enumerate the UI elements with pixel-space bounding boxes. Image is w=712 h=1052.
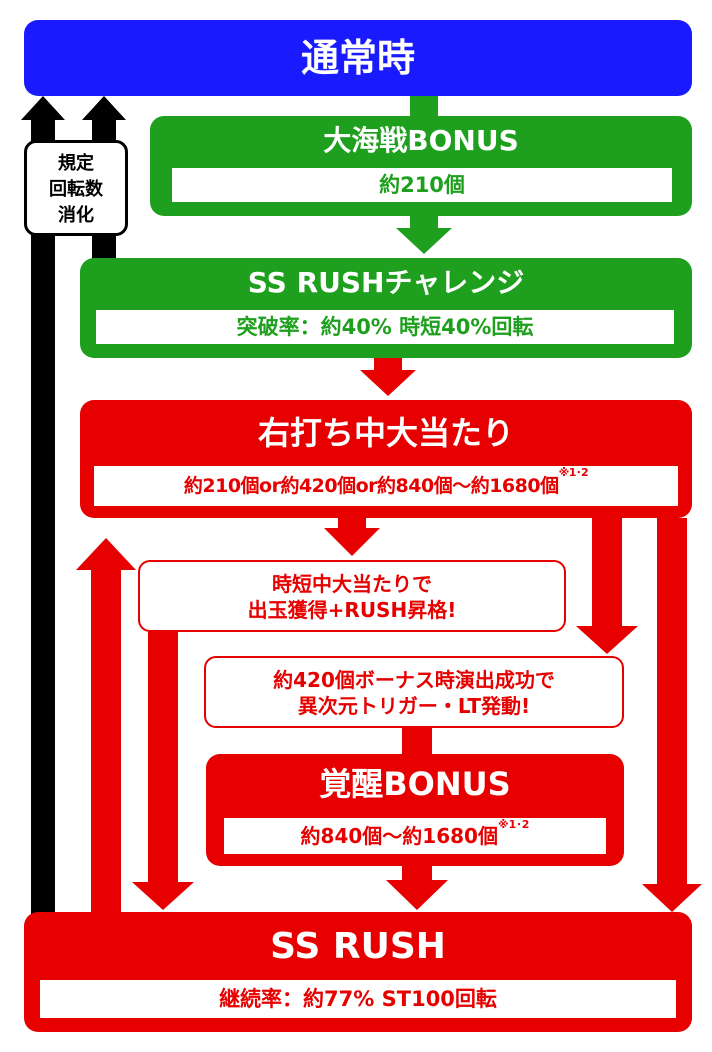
green-arrows [396,94,452,254]
kakusei-bonus-box: 覚醒BONUS 約840個～約1680個※1･2 [206,754,624,866]
right-hit-detail: 約210個or約420個or約840個～約1680個 [183,475,559,497]
kakusei-detail-box: 約840個～約1680個※1･2 [224,818,606,854]
right-hit-footnote: ※1･2 [558,466,589,479]
ss-rush-detail: 継続率：約77% ST100回転 [40,980,676,1018]
kakusei-bonus-detail: 約840個～約1680個 [300,824,498,848]
trigger-note: 約420個ボーナス時演出成功で 異次元トリガー・LT発動! [204,656,624,728]
trigger-note-line: 約420個ボーナス時演出成功で [273,668,555,692]
jitan-hit-note: 時短中大当たりで 出玉獲得+RUSH昇格! [138,560,566,632]
kakusei-footnote: ※1･2 [497,818,530,831]
right-hit-detail-box: 約210個or約420個or約840個～約1680個※1･2 [94,466,678,506]
rule-rotation-box: 規定 回転数 消化 [24,140,128,236]
ss-rush-challenge-title: SS RUSHチャレンジ [247,266,525,299]
trigger-note-line: 異次元トリガー・LT発動! [297,694,531,718]
ss-rush-box: SS RUSH 継続率：約77% ST100回転 [24,912,692,1032]
kakusei-bonus-title: 覚醒BONUS [319,765,511,803]
jitan-note-line: 時短中大当たりで [272,572,432,596]
jitan-note-line: 出玉獲得+RUSH昇格! [247,598,457,622]
daikaisen-bonus-box: 大海戦BONUS 約210個 [150,116,692,216]
red-arrows [76,358,702,914]
rule-line: 消化 [58,205,94,226]
normal-state-box: 通常時 [24,20,692,96]
normal-state-title: 通常時 [300,36,415,80]
rule-line: 規定 [58,153,94,174]
ss-rush-title: SS RUSH [270,926,446,967]
daikaisen-bonus-title: 大海戦BONUS [323,124,519,157]
ss-rush-challenge-box: SS RUSHチャレンジ 突破率：約40% 時短40%回転 [80,258,692,358]
ss-rush-challenge-detail: 突破率：約40% 時短40%回転 [96,310,674,344]
daikaisen-bonus-detail: 約210個 [172,168,672,202]
right-hit-title: 右打ち中大当たり [257,414,514,452]
rule-line: 回転数 [49,179,103,200]
right-hit-box: 右打ち中大当たり 約210個or約420個or約840個～約1680個※1･2 [80,400,692,518]
